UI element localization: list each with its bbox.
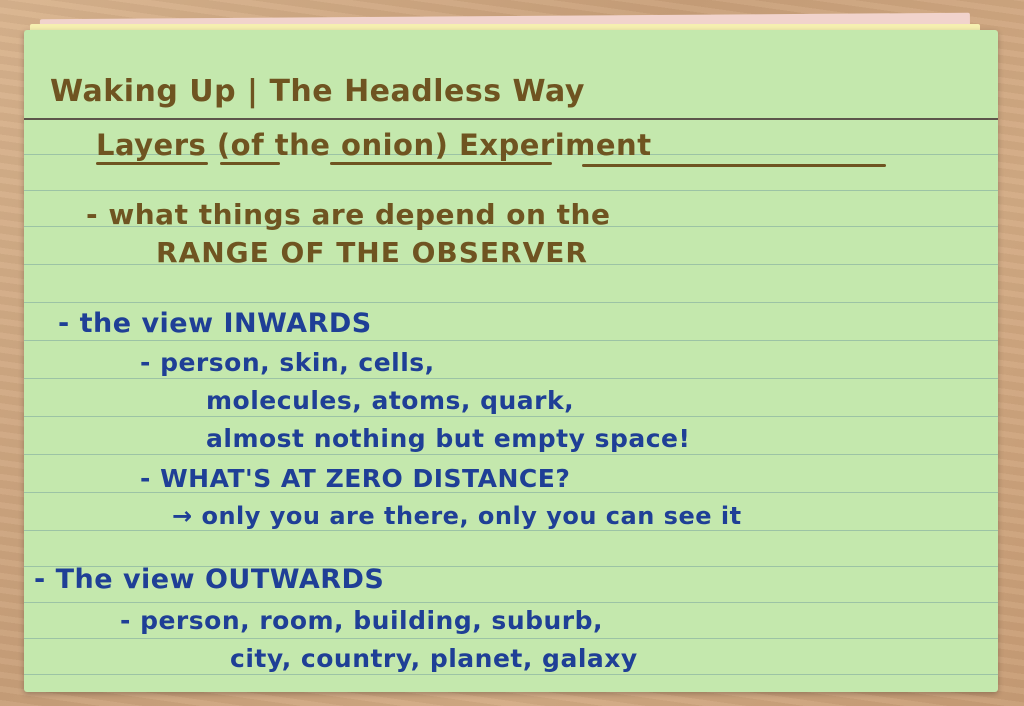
green-index-card: Waking Up | The Headless Way Layers (of … bbox=[24, 30, 998, 692]
outwards-item-line-2: city, country, planet, galaxy bbox=[230, 644, 638, 673]
rule-line bbox=[24, 602, 998, 603]
header-rule bbox=[24, 118, 998, 120]
rule-line bbox=[24, 302, 998, 303]
note-range-line-1: - what things are depend on the bbox=[86, 198, 611, 231]
subtitle-underline bbox=[582, 164, 886, 167]
rule-line bbox=[24, 638, 998, 639]
rule-line bbox=[24, 454, 998, 455]
inwards-item-line-1: - person, skin, cells, bbox=[140, 348, 435, 377]
card-title: Waking Up | The Headless Way bbox=[50, 74, 585, 109]
inwards-item-line-2: molecules, atoms, quark, bbox=[206, 386, 575, 415]
card-subtitle: Layers (of the onion) Experiment bbox=[96, 128, 652, 162]
rule-line bbox=[24, 530, 998, 531]
rule-line bbox=[24, 154, 998, 155]
heading-view-outwards: - The view OUTWARDS bbox=[34, 564, 385, 595]
inwards-item-line-3: almost nothing but empty space! bbox=[206, 424, 691, 453]
note-range-line-2: RANGE OF THE OBSERVER bbox=[156, 236, 588, 269]
inwards-question: - WHAT'S AT ZERO DISTANCE? bbox=[140, 464, 571, 493]
subtitle-underline bbox=[96, 162, 208, 165]
heading-view-inwards: - the view INWARDS bbox=[58, 308, 372, 339]
rule-line bbox=[24, 566, 998, 567]
rule-line bbox=[24, 378, 998, 379]
outwards-item-line-1: - person, room, building, suburb, bbox=[120, 606, 604, 635]
rule-line bbox=[24, 416, 998, 417]
rule-line bbox=[24, 674, 998, 675]
rule-line bbox=[24, 226, 998, 227]
rule-line bbox=[24, 340, 998, 341]
ruled-lines bbox=[24, 30, 998, 692]
rule-line bbox=[24, 264, 998, 265]
subtitle-underline bbox=[330, 162, 552, 165]
subtitle-underline bbox=[220, 162, 280, 165]
inwards-answer: → only you are there, only you can see i… bbox=[172, 502, 742, 530]
rule-line bbox=[24, 190, 998, 191]
rule-line bbox=[24, 492, 998, 493]
